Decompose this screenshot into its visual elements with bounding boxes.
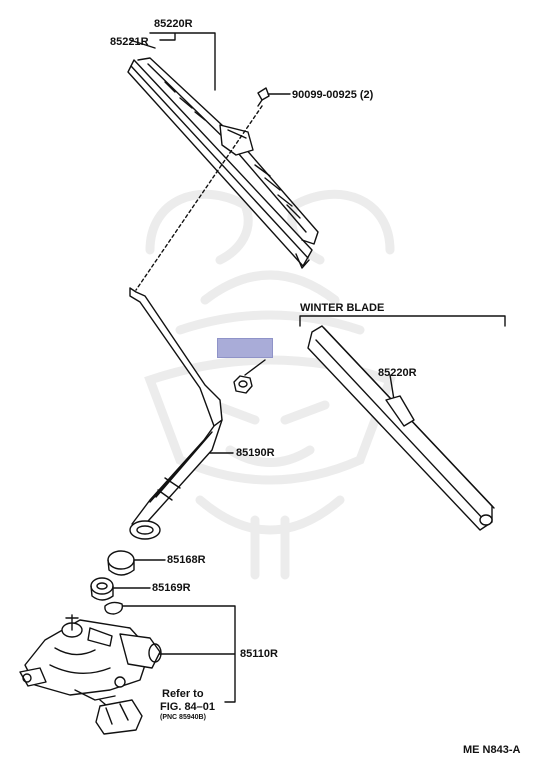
hidden-part-highlight <box>217 338 273 358</box>
label-85221r: 85221R <box>110 36 149 48</box>
label-85169r: 85169R <box>152 582 191 594</box>
wiper-motor-85110r <box>19 614 162 711</box>
diagram-id: ME N843-A <box>463 744 521 756</box>
arm-nut <box>233 375 253 394</box>
refer-pnc: (PNC 85940B) <box>160 714 206 721</box>
cap-85168r <box>107 550 135 576</box>
label-winter-blade-part: 85220R <box>378 367 417 379</box>
label-85220r: 85220R <box>154 18 193 30</box>
label-85110r: 85110R <box>240 648 278 660</box>
nut-85169r <box>90 577 114 601</box>
washer <box>104 601 124 615</box>
label-winter-blade: WINTER BLADE <box>300 302 385 314</box>
refer-text: Refer to <box>162 688 204 700</box>
samurai-helmet-watermark-icon <box>144 189 396 580</box>
refer-figure-link[interactable]: FIG. 84–01 <box>160 701 216 713</box>
winter-blade-85220r <box>307 325 495 531</box>
leader-lines <box>112 32 396 703</box>
alignment-line <box>135 105 263 291</box>
winter-blade-bracket <box>299 315 506 327</box>
wiper-blade-85220r <box>127 57 319 269</box>
label-screw: 90099-00925 (2) <box>292 89 374 101</box>
label-85190r: 85190R <box>236 447 275 459</box>
screw-90099 <box>257 87 270 107</box>
label-85168r: 85168R <box>167 554 206 566</box>
wiper-arm-85190r <box>129 287 223 540</box>
connector <box>95 699 143 735</box>
